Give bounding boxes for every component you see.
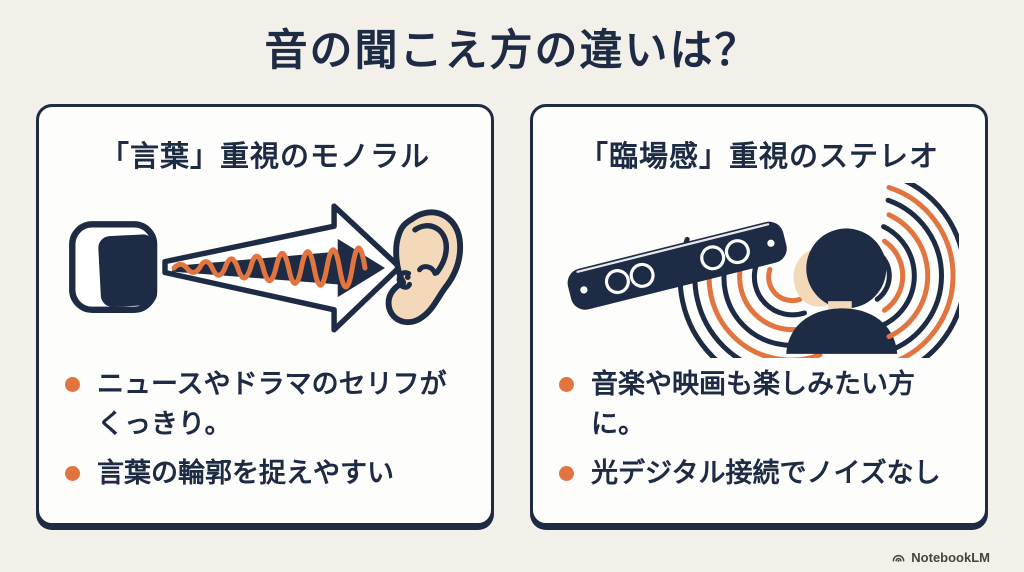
stereo-illustration [559,183,959,358]
notebooklm-watermark: NotebookLM [891,550,990,565]
sound-waves-icon [874,183,959,358]
speaker-icon [69,221,158,313]
bullet-text: ニュースやドラマのセリフがくっきり。 [97,368,447,440]
bullet-text: 音楽や映画も楽しみたい方に。 [591,368,915,440]
bullet-dot [65,376,80,392]
card-stereo-title: 「臨場感」重視のステレオ [578,141,939,173]
bullet-item: 音楽や映画も楽しみたい方に。 [559,364,959,445]
mono-illustration [65,183,465,358]
card-mono-bullets: ニュースやドラマのセリフがくっきり。 言葉の輪郭を捉えやすい [65,364,465,502]
bullet-item: 言葉の輪郭を捉えやすい [65,453,465,494]
soundbar-icon [567,221,787,310]
bullet-dot [559,465,574,481]
ear-icon [385,209,464,326]
card-mono: 「言葉」重視のモノラル [36,104,494,526]
bullet-dot [65,465,80,481]
card-stereo: 「臨場感」重視のステレオ [530,104,988,526]
bullet-text: 言葉の輪郭を捉えやすい [97,457,394,488]
bullet-dot [559,376,574,392]
listener-icon [786,228,898,354]
card-stereo-bullets: 音楽や映画も楽しみたい方に。 光デジタル接続でノイズなし [559,364,959,502]
sine-wave-icon [171,245,368,290]
notebooklm-logo-icon [892,554,905,562]
page-title: 音の聞こえ方の違いは？ [264,27,760,75]
soundbar-listener-graphic [567,183,959,358]
brand-label: NotebookLM [911,550,990,565]
bullet-item: 光デジタル接続でノイズなし [559,453,959,494]
card-mono-title: 「言葉」重視のモノラル [99,141,430,173]
bullet-item: ニュースやドラマのセリフがくっきり。 [65,364,465,445]
bullet-text: 光デジタル接続でノイズなし [591,457,941,488]
comparison-cards: 「言葉」重視のモノラル [0,104,1024,526]
speaker-to-ear-graphic [69,203,464,333]
